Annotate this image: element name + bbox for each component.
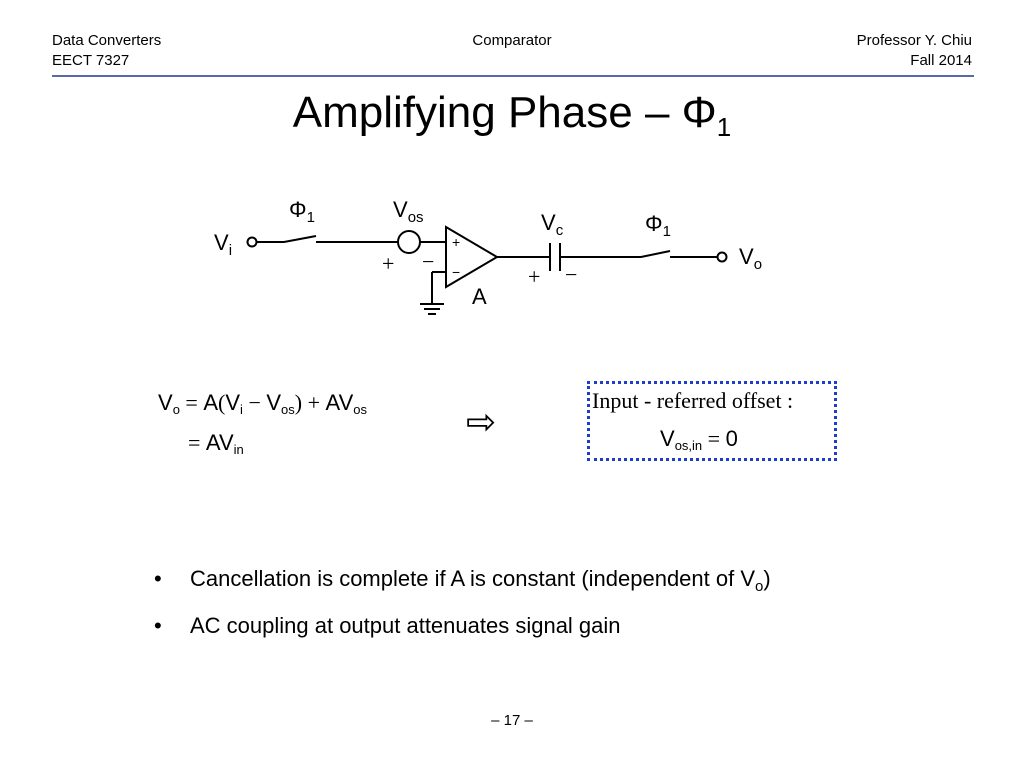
header-topic: Comparator	[472, 32, 552, 49]
vi-terminal	[246, 236, 258, 248]
phi1-left-switch	[283, 235, 317, 243]
header-course-code: EECT 7327	[52, 52, 130, 69]
amp-gain-label: A	[472, 284, 487, 309]
phi1-right-label: Φ1	[645, 211, 671, 240]
page-number: – 17 –	[491, 712, 533, 729]
implies-arrow-icon: ⇨	[466, 402, 497, 443]
amp-plus-sign: +	[452, 234, 460, 250]
header-term: Fall 2014	[910, 52, 972, 69]
bullet-item: Cancellation is complete if A is constan…	[150, 566, 771, 595]
amplifier-triangle	[445, 225, 499, 289]
offset-box-expression: Vos,in = 0	[660, 426, 738, 453]
vos-source	[397, 230, 421, 254]
vos-plus: +	[382, 251, 394, 276]
vc-label: Vc	[541, 210, 564, 239]
vos-label: Vos	[393, 197, 424, 226]
vo-label: Vo	[739, 244, 763, 273]
vi-label: Vi	[214, 230, 233, 259]
slide-title: Amplifying Phase – Φ1	[292, 88, 732, 142]
offset-box-label: Input - referred offset :	[592, 388, 794, 413]
vos-minus: −	[422, 249, 434, 274]
bullet-list: Cancellation is complete if A is constan…	[150, 566, 771, 657]
cap-plus: +	[528, 264, 540, 289]
offset-box	[587, 381, 837, 461]
cap-minus: −	[565, 262, 577, 287]
equation-line-1: Vo = A(Vi − Vos) + AVos	[158, 390, 367, 417]
header-divider	[52, 75, 974, 77]
vo-terminal	[716, 251, 728, 263]
header-instructor: Professor Y. Chiu	[856, 32, 972, 49]
equation-line-2: = AVin	[188, 430, 244, 457]
bullet-item: AC coupling at output attenuates signal …	[150, 613, 771, 639]
phi1-right-switch	[640, 250, 671, 258]
header-course: Data Converters	[52, 32, 162, 49]
phi1-left-label: Φ1	[289, 197, 315, 226]
amp-minus-sign: −	[452, 264, 460, 280]
